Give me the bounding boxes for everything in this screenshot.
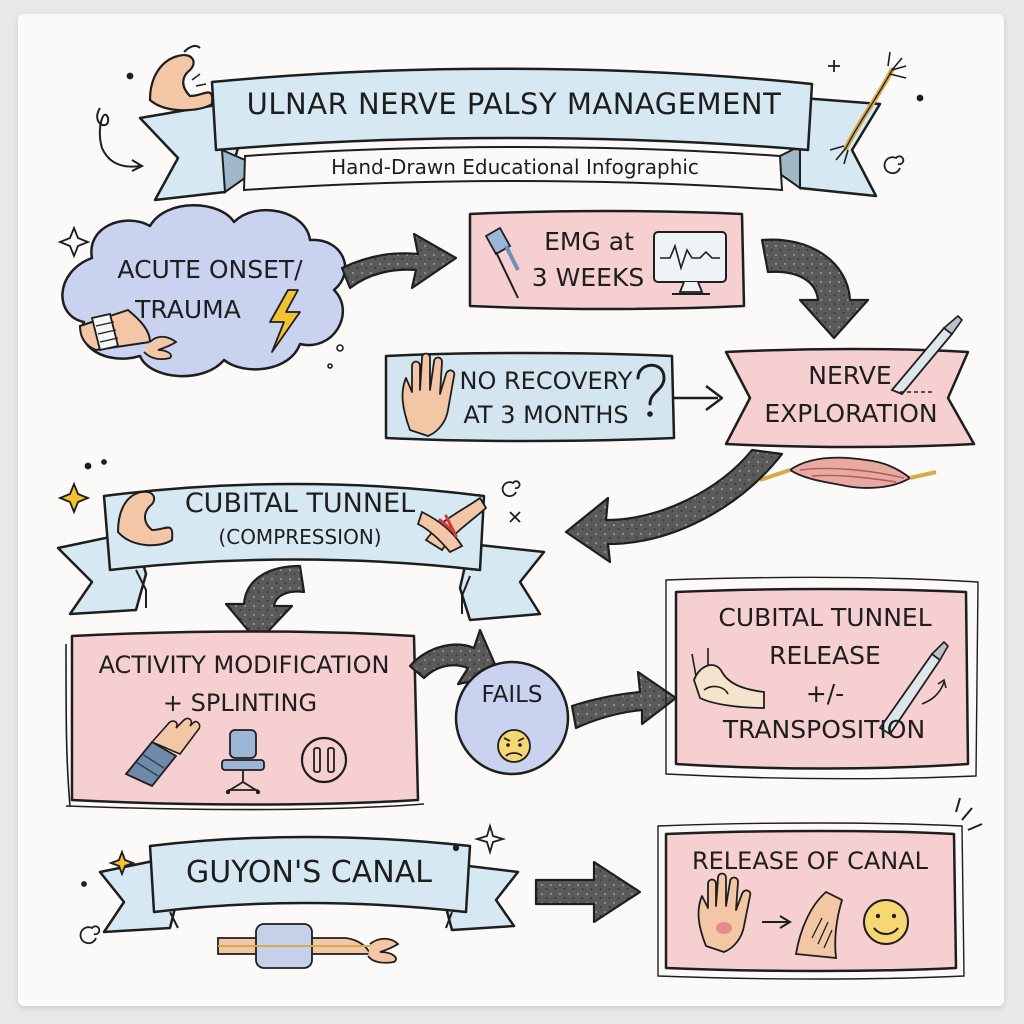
arrow-palm-to-wrist [762,915,792,929]
arrow-guyon-to-release [534,860,642,924]
guyons-canal-label: GUYON'S CANAL [186,855,432,890]
elbow-joint-icon [691,648,765,709]
ribbon-doodles [57,459,521,523]
nerve-exploration-line2: EXPLORATION [764,399,938,428]
acute-onset-line1: ACUTE ONSET/ [117,255,303,284]
cubital-release-line4: TRANSPOSITION [722,715,926,744]
emg-line2: 3 WEEKS [531,263,645,292]
arrow-exploration-to-cubital [564,448,784,564]
cubital-tunnel-line1: CUBITAL TUNNEL [184,488,416,519]
healed-wrist-icon [794,890,844,960]
flexed-arm-icon [148,44,214,112]
nerve-exploration-line1: NERVE [808,361,892,390]
no-recovery-line1: NO RECOVERY [459,367,633,395]
pause-icon [300,736,348,784]
question-mark-icon [636,363,666,417]
bandaged-arm-icon [78,308,178,360]
worried-face-icon [497,729,531,763]
palm-icon [697,872,752,953]
doodle-loop-arrow-icon [96,107,145,172]
activity-modification-line1: ACTIVITY MODIFICATION [98,651,390,679]
cubital-release-line3: +/- [805,679,845,708]
wrist-splint-icon [124,717,201,788]
office-chair-icon [221,729,265,795]
release-sparkle [955,797,983,831]
guyon-doodles [79,822,507,945]
fails-circle [454,660,570,776]
nerve-bundle-icon [759,456,937,489]
forearm-canal-icon [217,923,400,969]
title-ribbon [138,67,882,202]
fails-label: FAILS [481,682,543,708]
sparkle-doodles [57,60,924,259]
emg-line1: EMG at [544,227,634,256]
release-canal-label: RELEASE OF CANAL [691,847,929,875]
cubital-release-line1: CUBITAL TUNNEL [718,603,932,632]
acute-onset-line2: TRAUMA [135,295,241,324]
elbow-pain-icon [416,496,488,554]
smiley-face-icon [863,899,909,945]
no-recovery-box [384,351,676,443]
cubital-tunnel-ribbon [56,482,546,622]
activity-modification-line2: + SPLINTING [162,689,318,717]
arrow-cubital-to-activity [224,564,306,644]
arrow-emg-to-exploration [760,238,870,340]
emg-probe-icon [484,226,520,299]
arrow-fails-to-release [570,670,678,730]
open-hand-icon [401,352,456,437]
cubital-tunnel-line2: (COMPRESSION) [218,525,382,549]
no-recovery-line2: AT 3 MONTHS [463,401,629,429]
page-subtitle: Hand-Drawn Educational Infographic [331,155,699,179]
page-title: ULNAR NERVE PALSY MANAGEMENT [246,87,782,121]
cubital-release-line2: RELEASE [769,641,881,670]
scalpel-icon-small [878,640,949,736]
monitor-waveform-icon [653,231,727,295]
arrow-acute-to-emg [340,232,458,290]
acute-onset-cloud [61,204,347,378]
nerve-strand-icon [829,51,907,165]
scalpel-icon [890,314,964,396]
flexed-arm-icon-small [116,490,174,547]
lightning-icon [269,289,301,353]
guyons-canal-ribbon [98,835,520,934]
arrow-recovery-to-exploration [674,385,724,411]
cloud-drops [327,344,344,369]
